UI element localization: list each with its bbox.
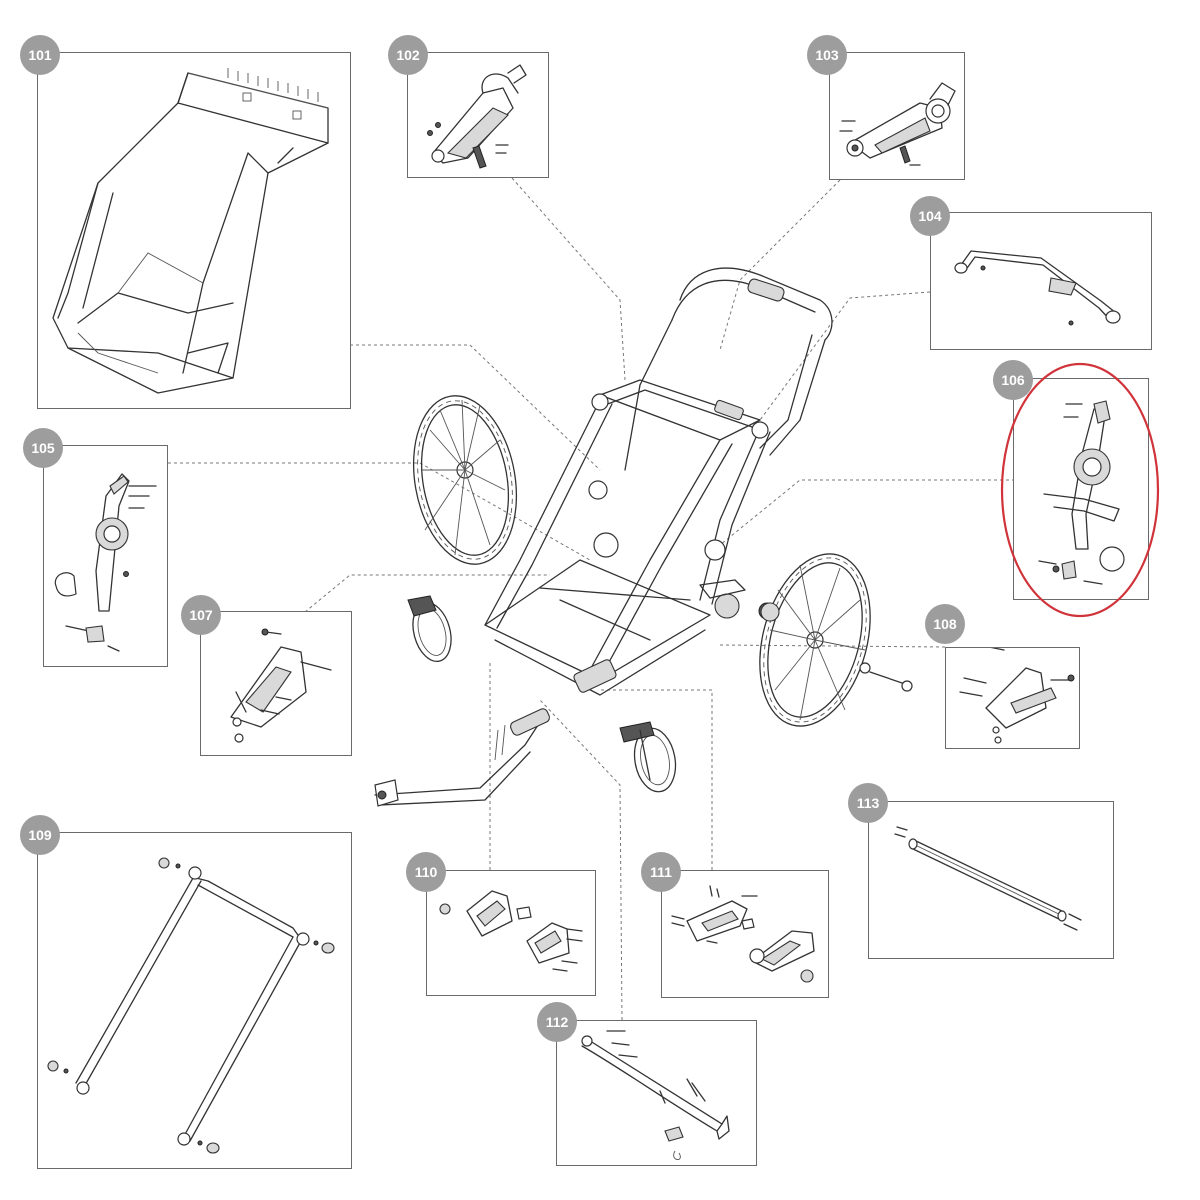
- part-102-drawing: [427, 64, 527, 169]
- badge-110: 110: [406, 852, 446, 892]
- part-110-drawing: [439, 890, 583, 972]
- left-wheel: [412, 395, 518, 565]
- part-box-104[interactable]: [930, 212, 1152, 350]
- part-box-102[interactable]: [407, 52, 549, 178]
- part-111-drawing: [671, 885, 815, 983]
- part-box-105[interactable]: [43, 445, 168, 667]
- badge-108: 108: [925, 604, 965, 644]
- badge-113: 113: [848, 783, 888, 823]
- part-107-drawing: [230, 628, 332, 743]
- badge-103: 103: [807, 35, 847, 75]
- part-113-drawing: [894, 826, 1082, 931]
- right-wheel: [759, 553, 913, 727]
- part-box-109[interactable]: [37, 832, 352, 1169]
- badge-106: 106: [993, 360, 1033, 400]
- part-box-101[interactable]: [37, 52, 351, 409]
- badge-102: 102: [388, 35, 428, 75]
- part-112-drawing: [581, 1030, 730, 1160]
- badge-112: 112: [537, 1002, 577, 1042]
- part-box-107[interactable]: [200, 611, 352, 756]
- part-109-drawing: [47, 857, 335, 1154]
- badge-111: 111: [641, 852, 681, 892]
- part-box-111[interactable]: [661, 870, 829, 998]
- leader-lines: [168, 177, 1015, 1021]
- part-box-103[interactable]: [829, 52, 965, 180]
- badge-105: 105: [23, 428, 63, 468]
- part-box-110[interactable]: [426, 870, 596, 996]
- front-wheel-lower: [619, 721, 677, 793]
- part-box-113[interactable]: [868, 801, 1114, 959]
- part-105-drawing: [54, 473, 157, 652]
- part-box-112[interactable]: [556, 1020, 757, 1166]
- part-103-drawing: [839, 82, 956, 166]
- badge-107: 107: [181, 595, 221, 635]
- badge-101: 101: [20, 35, 60, 75]
- tow-arm: [374, 708, 550, 807]
- front-wheel-upper: [407, 595, 452, 662]
- part-104-drawing: [954, 250, 1121, 326]
- badge-104: 104: [910, 196, 950, 236]
- stroller-frame: [484, 267, 833, 696]
- badge-109: 109: [20, 815, 60, 855]
- part-108-drawing: [959, 645, 1075, 744]
- part-box-106[interactable]: [1013, 378, 1149, 600]
- part-box-108[interactable]: [945, 645, 1080, 749]
- seat-fabric-drawing: [52, 68, 329, 394]
- part-106-drawing: [1038, 400, 1125, 585]
